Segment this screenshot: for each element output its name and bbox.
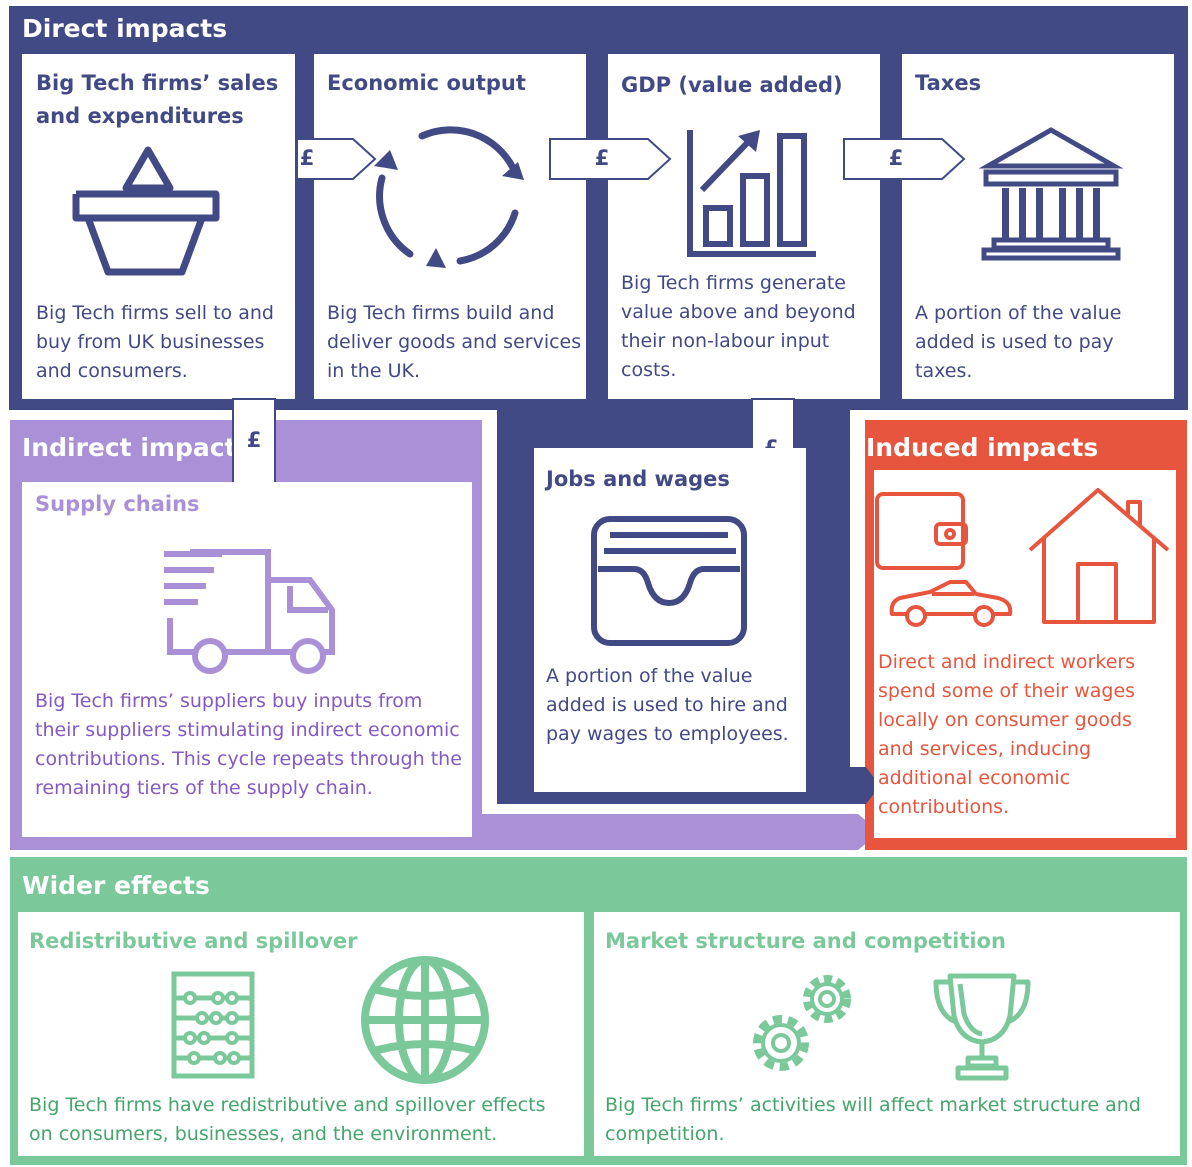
supply-chains-text: Big Tech firms’ suppliers buy inputs fro… bbox=[35, 690, 462, 799]
supply-chains-title: Supply chains bbox=[35, 492, 200, 516]
redistributive-title: Redistributive and spillover bbox=[29, 929, 358, 953]
gdp-text: Big Tech firms generate value above and … bbox=[621, 272, 856, 381]
shopping-basket-icon bbox=[72, 146, 220, 276]
indirect-impacts-header: Indirect impacts bbox=[22, 433, 252, 462]
direct-impacts-header: Direct impacts bbox=[22, 14, 228, 43]
sales-expenditures-text: Big Tech firms sell to and buy from UK b… bbox=[36, 302, 274, 382]
flow-arrow-gdp-to-taxes bbox=[843, 138, 966, 180]
government-building-icon bbox=[978, 127, 1124, 261]
market-structure-title: Market structure and competition bbox=[605, 929, 1006, 953]
jobs-wages-text: A portion of the value added is used to … bbox=[546, 665, 789, 745]
house-icon bbox=[1028, 488, 1170, 624]
supply-chains-box bbox=[22, 482, 472, 837]
economic-output-title: Economic output bbox=[327, 71, 526, 95]
economic-output-box bbox=[314, 54, 586, 399]
sales-expenditures-title: Big Tech firms’ sales and expenditures bbox=[36, 71, 279, 128]
growth-chart-icon bbox=[687, 130, 816, 257]
taxes-text: A portion of the value added is used to … bbox=[915, 302, 1122, 382]
induced-text: Direct and indirect workers spend some o… bbox=[878, 651, 1136, 818]
gears-icon bbox=[753, 975, 851, 1071]
wallet-icon bbox=[875, 492, 968, 570]
taxes-title: Taxes bbox=[915, 71, 982, 95]
cycle-arrows-icon bbox=[374, 126, 524, 268]
delivery-truck-icon bbox=[164, 549, 335, 674]
currency-label: £ bbox=[888, 146, 904, 170]
wider-effects-header: Wider effects bbox=[22, 871, 210, 900]
abacus-icon bbox=[171, 971, 255, 1079]
flow-arrow-output-to-gdp bbox=[549, 138, 672, 180]
redistributive-box bbox=[18, 912, 584, 1156]
globe-icon bbox=[361, 956, 489, 1084]
economic-output-text: Big Tech firms build and deliver goods a… bbox=[327, 302, 582, 382]
car-icon bbox=[889, 580, 1013, 627]
redistributive-text: Big Tech firms have redistributive and s… bbox=[29, 1094, 546, 1145]
jobs-wages-title: Jobs and wages bbox=[546, 467, 730, 491]
gdp-title: GDP (value added) bbox=[621, 73, 843, 97]
market-structure-box bbox=[594, 912, 1180, 1156]
induced-box bbox=[874, 470, 1176, 838]
currency-label: £ bbox=[299, 146, 315, 170]
flow-arrow-sales-to-output bbox=[296, 138, 377, 180]
induced-impacts-header: Induced impacts bbox=[866, 433, 1099, 462]
currency-label: £ bbox=[594, 146, 610, 170]
currency-label: £ bbox=[246, 428, 262, 452]
jobs-wages-box bbox=[534, 448, 806, 792]
wallet-icon bbox=[591, 516, 747, 646]
market-structure-text: Big Tech firms’ activities will affect m… bbox=[605, 1094, 1141, 1145]
sales-expenditures-box bbox=[22, 54, 295, 399]
trophy-icon bbox=[933, 973, 1031, 1081]
